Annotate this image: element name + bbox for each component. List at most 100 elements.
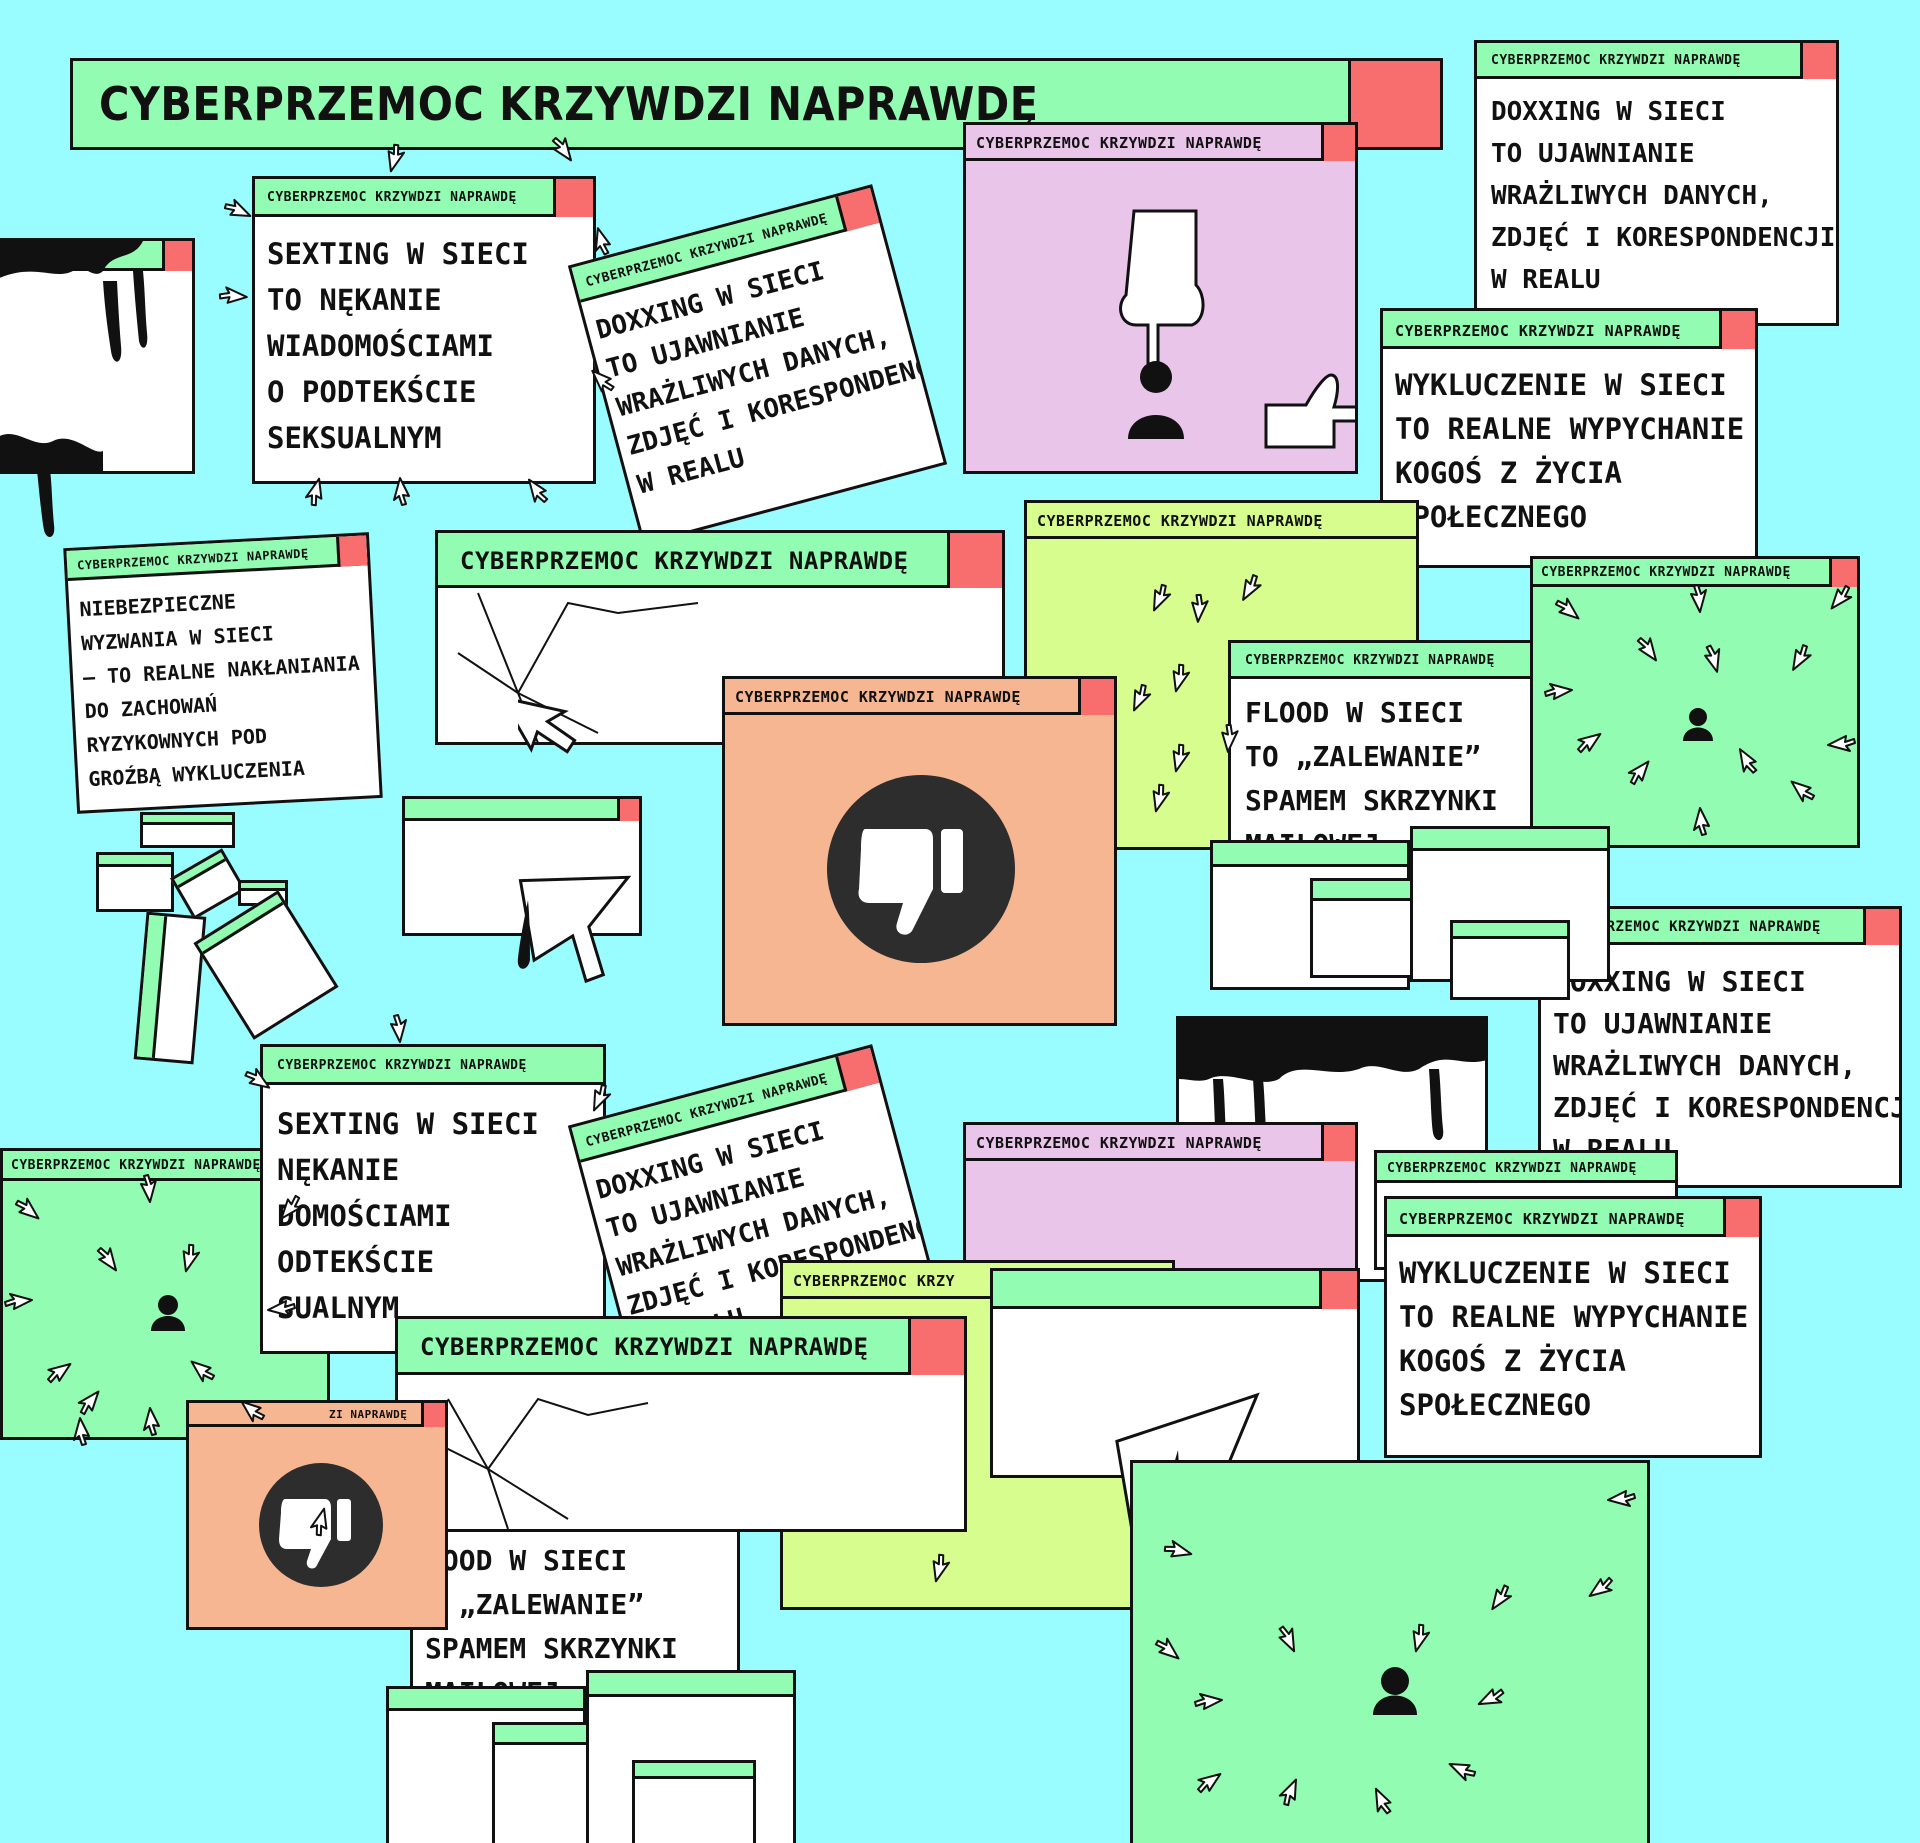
window-label: CYBERPRZEMOC KRZYWDZI NAPRAWDĘ — [735, 688, 1021, 706]
window-label: CYBERPRZEMOC KRZYWDZI NAPRAWDĘ — [1037, 512, 1323, 530]
window-label: CYBERPRZEMOC KRZYWDZI NAPRAWDĘ — [1491, 53, 1741, 68]
titlebar: CYBERPRZEMOC KRZYWDZI NAPRAWDĘ — [725, 679, 1114, 715]
titlebar: CYBERPRZEMOC KRZYWDZI NAPRAWDĘ — [66, 535, 368, 581]
titlebar — [1413, 829, 1607, 851]
cracked-window-lower: CYBERPRZEMOC KRZYWDZI NAPRAWDĘ — [395, 1316, 967, 1532]
window-label: CYBERPRZEMOC KRZYWDZI NAPRAWDĘ — [76, 546, 309, 573]
close-button[interactable] — [1800, 43, 1836, 79]
titlebar — [1213, 843, 1407, 867]
window-label: CYBERPRZEMOC KRZYWDZI NAPRAWDĘ — [267, 190, 517, 205]
exclusion-window-lower: CYBERPRZEMOC KRZYWDZI NAPRAWDĘ WYKLUCZEN… — [1384, 1196, 1762, 1458]
pointing-hand-window: CYBERPRZEMOC KRZYWDZI NAPRAWDĘ — [963, 122, 1358, 474]
close-button[interactable] — [553, 179, 593, 217]
titlebar — [174, 852, 226, 888]
sexting-window: CYBERPRZEMOC KRZYWDZI NAPRAWDĘ SEXTING W… — [252, 176, 596, 484]
titlebar: CYBERPRZEMOC KRZYWDZI NAPRAWDĘ — [1477, 43, 1836, 79]
titlebar: CYBERPRZEMOC KRZYWDZI NAPRAWDĘ — [438, 533, 1002, 588]
stacked-window — [632, 1760, 756, 1843]
titlebar: CYBERPRZEMOC KRZYWDZI NAPRAWDĘ — [255, 179, 593, 217]
window-label: CYBERPRZEMOC KRZY — [793, 1272, 956, 1290]
person-icon — [1128, 415, 1184, 439]
page-title: CYBERPRZEMOC KRZYWDZI NAPRAWDĘ — [99, 77, 1039, 131]
titlebar — [99, 855, 171, 867]
titlebar: ZI NAPRAWDĘ — [189, 1403, 445, 1427]
titlebar: CYBERPRZEMOC KRZYWDZI NAPRAWDĘ — [966, 1125, 1355, 1161]
close-button[interactable] — [1321, 1125, 1355, 1161]
window-label: CYBERPRZEMOC KRZYWDZI NAPRAWDĘ — [11, 1158, 261, 1173]
ink-drip-icon — [0, 241, 148, 471]
close-button[interactable] — [1319, 1271, 1357, 1309]
thumbs-down-window: CYBERPRZEMOC KRZYWDZI NAPRAWDĘ — [722, 676, 1117, 1026]
person-icon — [1373, 1667, 1417, 1715]
titlebar — [993, 1271, 1357, 1309]
close-button[interactable] — [1321, 125, 1355, 161]
titlebar: CYBERPRZEMOC KRZYWDZI NAPRAWDĘ — [966, 125, 1355, 161]
doxxing-window-rotated: CYBERPRZEMOC KRZYWDZI NAPRAWDĘ DOXXING W… — [567, 184, 948, 546]
drip-cursor-window — [402, 796, 642, 936]
close-button[interactable] — [421, 1403, 445, 1427]
window-label: CYBERPRZEMOC KRZYWDZI NAPRAWDĘ — [1399, 1210, 1685, 1228]
close-button[interactable] — [947, 533, 1002, 588]
titlebar: CYBERPRZEMOC KRZYWDZI NAPRAWDĘ — [1377, 1153, 1675, 1183]
window-label: CYBERPRZEMOC KRZYWDZI NAPRAWDĘ — [1387, 1161, 1637, 1176]
titlebar — [635, 1763, 753, 1779]
header-close-button[interactable] — [1348, 61, 1440, 147]
thumbs-down-window-lower: ZI NAPRAWDĘ — [186, 1400, 448, 1630]
close-button[interactable] — [835, 1047, 880, 1092]
titlebar — [405, 799, 639, 821]
close-button[interactable] — [835, 187, 880, 232]
close-button[interactable] — [617, 799, 639, 821]
stacked-window — [1450, 920, 1570, 1000]
mini-window — [193, 890, 339, 1040]
window-label: CYBERPRZEMOC KRZYWDZI NAPRAWDĘ — [460, 547, 909, 575]
titlebar — [136, 914, 168, 1064]
sexting-window-lower: CYBERPRZEMOC KRZYWDZI NAPRAWDĘ SEXTING W… — [260, 1044, 606, 1354]
cursor-arrow-icon — [223, 198, 252, 217]
close-button[interactable] — [336, 535, 368, 567]
titlebar: CYBERPRZEMOC KRZYWDZI NAPRAWDĘ — [1387, 1199, 1759, 1237]
titlebar: CYBERPRZEMOC KRZYWDZI NAPRAWDĘ — [1383, 311, 1755, 349]
mini-window — [133, 911, 207, 1065]
titlebar: CYBERPRZEMOC KRZYWDZI NAPRAWDĘ — [1231, 643, 1535, 679]
cursor-arrow-icon — [518, 695, 577, 754]
window-label: ZI NAPRAWDĘ — [329, 1408, 408, 1421]
window-label: CYBERPRZEMOC KRZYWDZI NAPRAWDĘ — [1395, 322, 1681, 340]
mini-window — [96, 852, 174, 912]
close-button[interactable] — [1723, 1199, 1759, 1237]
close-button[interactable] — [162, 241, 192, 271]
exclusion-window: CYBERPRZEMOC KRZYWDZI NAPRAWDĘ WYKLUCZEN… — [1380, 308, 1758, 568]
targeted-person-window: CYBERPRZEMOC KRZYWDZI NAPRAWDĘ — [1530, 556, 1860, 848]
close-button[interactable] — [908, 1319, 964, 1375]
thumbs-down-icon — [259, 1463, 383, 1587]
window-label: CYBERPRZEMOC KRZYWDZI NAPRAWDĘ — [420, 1333, 869, 1361]
close-button[interactable] — [1078, 679, 1114, 715]
person-icon — [151, 1295, 185, 1331]
mini-window — [140, 812, 235, 848]
titlebar: CYBERPRZEMOC KRZYWDZI NAPRAWDĘ — [1027, 503, 1416, 539]
cursor-arrow-icon — [218, 286, 248, 304]
ink-drip-icon — [517, 900, 530, 969]
close-button[interactable] — [1719, 311, 1755, 349]
targeted-person-window-large — [1130, 1460, 1650, 1843]
titlebar — [389, 1689, 583, 1711]
insults-window: CYBERPRZEMOC KRZYWDZI NAPRAWDĘ NIEBEZPIE… — [63, 532, 383, 814]
person-icon — [1683, 708, 1713, 741]
cursor-arrow-icon — [390, 1014, 407, 1043]
thumbs-down-icon — [827, 775, 1015, 963]
titlebar — [589, 1673, 793, 1697]
close-button[interactable] — [1863, 909, 1899, 945]
doxxing-window-top-right: CYBERPRZEMOC KRZYWDZI NAPRAWDĘ DOXXING W… — [1474, 40, 1839, 326]
titlebar: CYBERPRZEMOC KRZYWDZI NAPRAWDĘ — [263, 1047, 603, 1085]
window-label: CYBERPRZEMOC KRZYWDZI NAPRAWDĘ — [1245, 653, 1495, 668]
cursor-arrow-icon — [517, 875, 632, 984]
stacked-window — [1410, 826, 1610, 982]
window-label: CYBERPRZEMOC KRZYWDZI NAPRAWDĘ — [277, 1058, 527, 1073]
titlebar — [241, 883, 285, 891]
titlebar — [1453, 923, 1567, 939]
close-button[interactable] — [1829, 559, 1857, 587]
